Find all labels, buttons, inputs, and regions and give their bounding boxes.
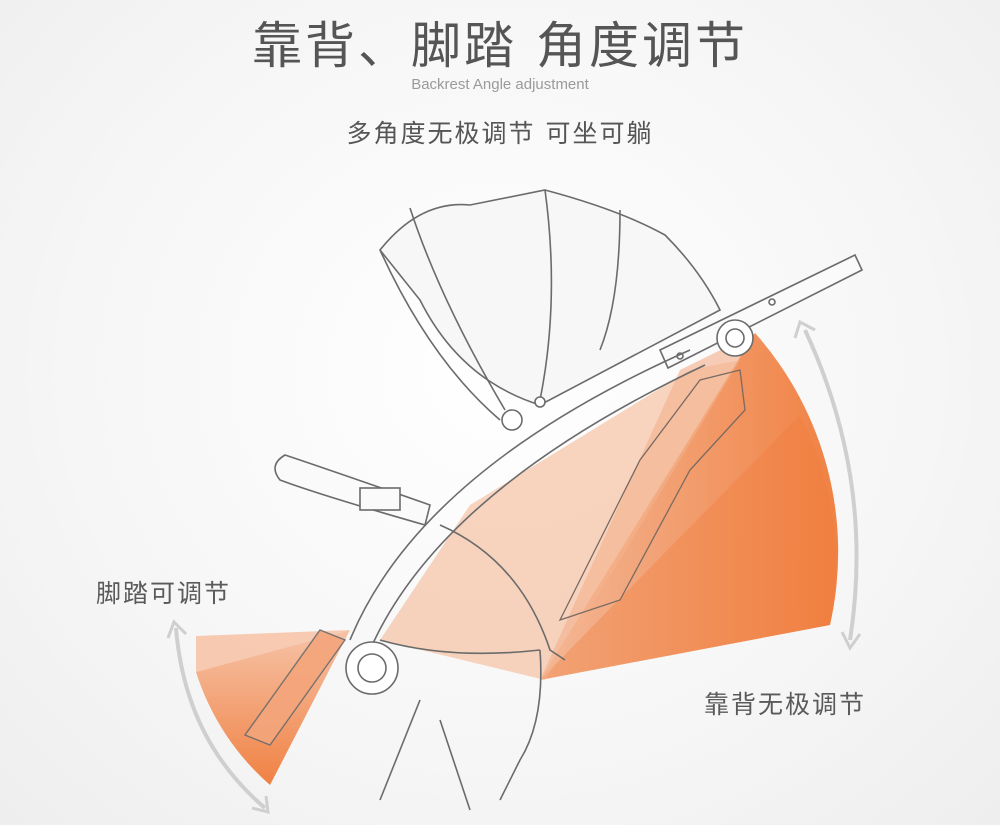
english-subtitle: Backrest Angle adjustment (411, 76, 589, 93)
seat-fabric (558, 369, 746, 622)
footrest-board (243, 629, 347, 746)
main-frame (349, 349, 706, 811)
backrest-range-arrow (793, 319, 862, 651)
canopy (378, 189, 722, 431)
page-title: 靠背、脚踏 角度调节 (252, 17, 748, 75)
footrest-label: 脚踏可调节 (96, 579, 232, 608)
wheel-hub (345, 641, 399, 695)
feature-subtitle: 多角度无极调节 可坐可躺 (346, 119, 654, 148)
seat-highlight (380, 360, 740, 680)
bumper-bar (274, 454, 431, 526)
footrest-range-arrow (166, 619, 270, 814)
backrest-label: 靠背无极调节 (704, 690, 867, 719)
